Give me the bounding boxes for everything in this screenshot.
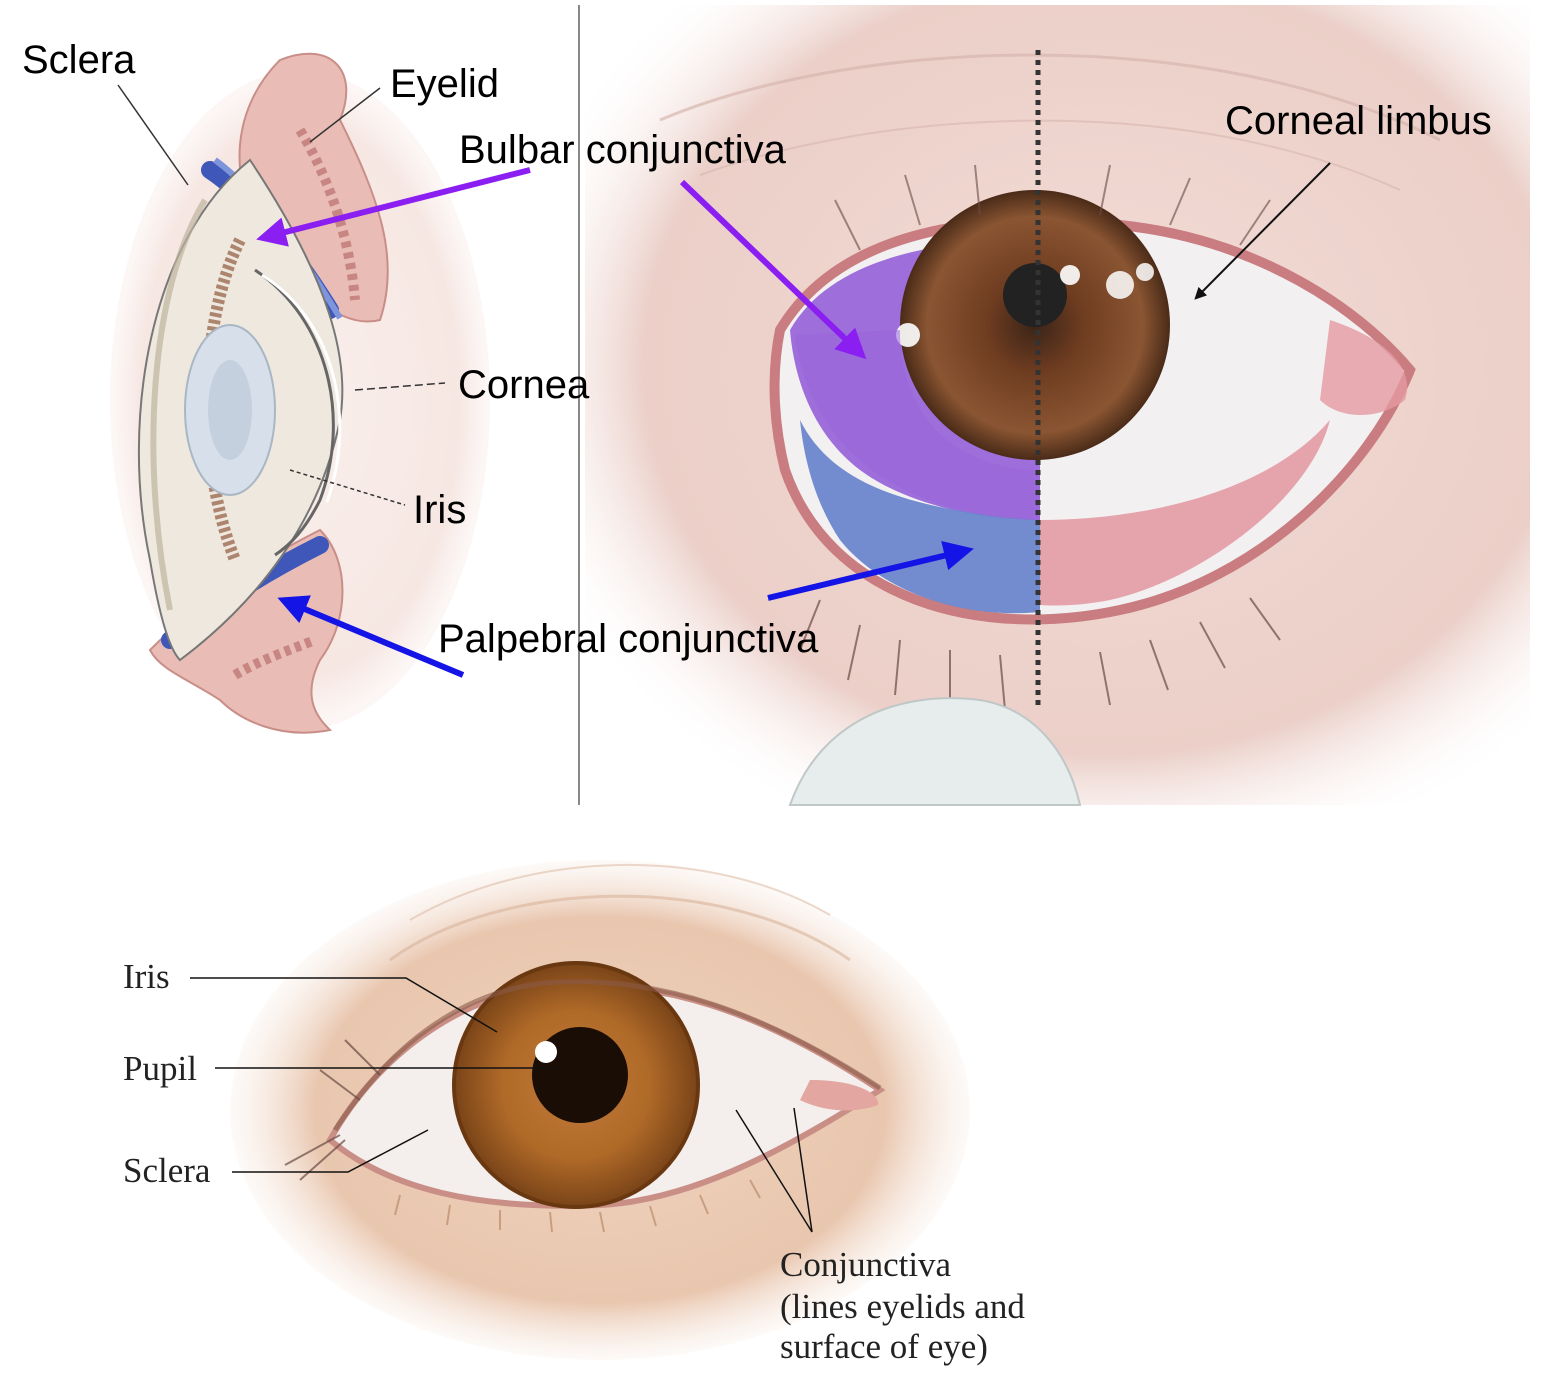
top-labels: Sclera Eyelid Bulbar conjunctiva Corneal… [22,38,1492,661]
bottom-leader-lines [190,977,813,1233]
bulbar-arrow-left [256,167,531,247]
palpebral-arrow-right [767,541,974,601]
corneal-limbus-arrow [1194,162,1331,300]
label-sclera-bottom: Sclera [123,1151,211,1190]
label-eyelid: Eyelid [390,62,499,106]
conjunctiva-leader-line-b [793,1107,813,1233]
palpebral-arrow-left [277,595,465,678]
bottom-labels: Iris Pupil Sclera Conjunctiva (lines eye… [123,957,1025,1366]
label-conjunctiva-line3: surface of eye) [780,1327,988,1366]
label-iris-top: Iris [413,488,466,532]
bulbar-arrow-right [679,179,867,360]
label-conjunctiva-line2: (lines eyelids and [780,1287,1025,1326]
sclera-bottom-leader-line [232,1129,429,1173]
label-palpebral-conjunctiva: Palpebral conjunctiva [438,617,819,661]
conjunctiva-leader-line-a [735,1109,813,1233]
label-pupil: Pupil [123,1049,197,1088]
label-conjunctiva-line1: Conjunctiva [780,1245,952,1284]
label-iris-bottom: Iris [123,957,170,996]
iris-bottom-leader-line [190,977,498,1033]
label-bulbar-conjunctiva: Bulbar conjunctiva [459,128,787,172]
top-left-leader-lines [117,84,446,506]
label-corneal-limbus: Corneal limbus [1225,99,1492,143]
frontal-eye-illustration [585,5,1530,806]
bottom-eye-illustration [230,860,970,1360]
eyelid-leader-line [309,87,381,143]
top-arrows [256,162,1331,678]
iris-leader-line [289,469,406,506]
cornea-leader-line [354,382,446,391]
label-sclera-top: Sclera [22,38,136,82]
sagittal-eye-illustration [110,52,490,734]
label-cornea: Cornea [458,363,590,407]
sclera-leader-line [117,84,189,186]
